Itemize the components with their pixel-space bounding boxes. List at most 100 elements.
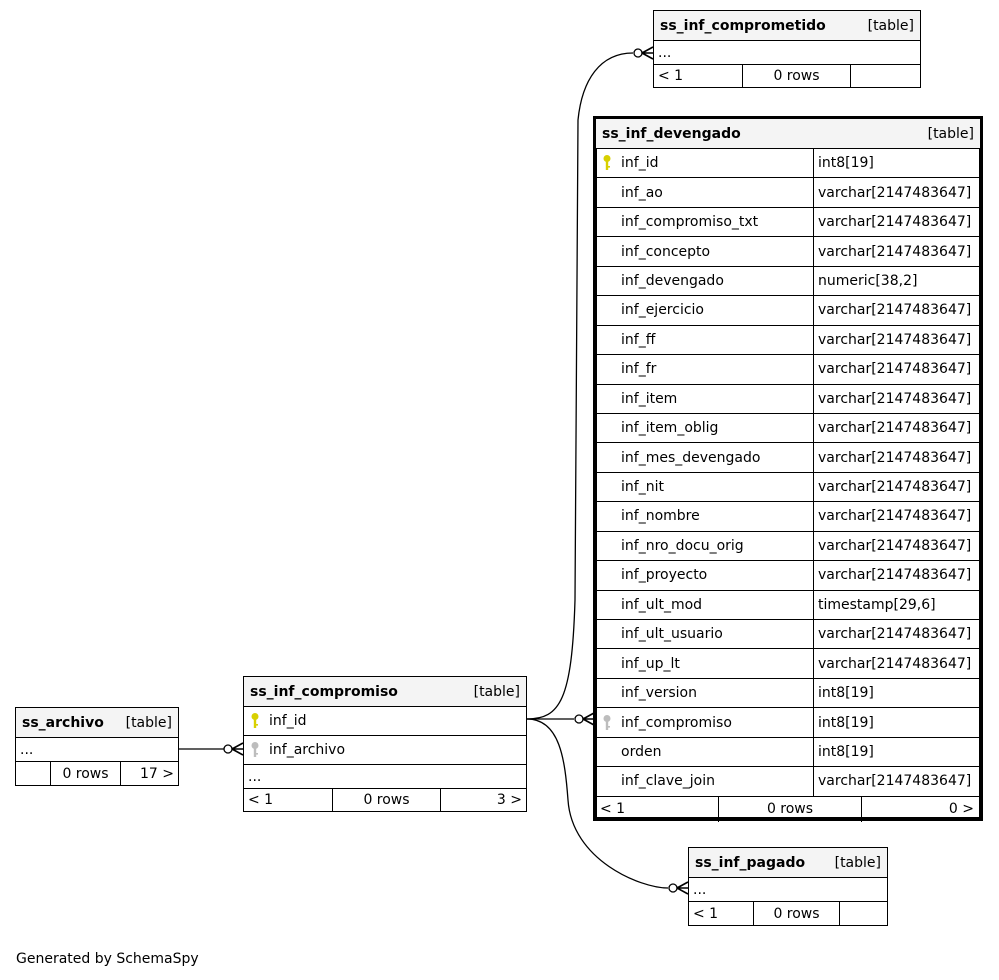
column-type: varchar[2147483647] — [813, 413, 980, 443]
columns-ellipsis: ... — [689, 878, 887, 902]
column-type: varchar[2147483647] — [813, 178, 980, 207]
table-name: ss_inf_compromiso — [250, 683, 398, 700]
column-type: varchar[2147483647] — [813, 561, 980, 590]
generated-by-label: Generated by SchemaSpy — [16, 951, 199, 967]
column-name-cell: inf_compromiso_txt — [596, 208, 813, 236]
column-name: inf_ao — [621, 184, 663, 201]
column-row[interactable]: inf_item_oblig varchar[2147483647] — [596, 413, 980, 444]
table-kind: [table] — [473, 683, 520, 700]
parents-count[interactable] — [16, 762, 50, 785]
column-name: inf_concepto — [621, 243, 711, 260]
edge-optional-circle — [574, 714, 584, 724]
column-row[interactable]: inf_ao varchar[2147483647] — [596, 178, 980, 208]
column-name: inf_item_oblig — [621, 420, 719, 437]
table-header[interactable]: ss_inf_devengado [table] — [596, 119, 980, 149]
column-name: inf_ff — [621, 331, 656, 348]
column-type: varchar[2147483647] — [813, 472, 980, 502]
columns-ellipsis: ... — [16, 738, 178, 762]
row-count: 0 rows — [742, 65, 850, 87]
column-row[interactable]: inf_fr varchar[2147483647] — [596, 355, 980, 385]
column-name-cell: inf_proyecto — [596, 561, 813, 589]
column-type: varchar[2147483647] — [813, 767, 980, 796]
column-name: inf_fr — [621, 361, 657, 378]
column-list: inf_id inf_archivo — [244, 707, 526, 765]
parents-count[interactable]: < 1 — [600, 801, 626, 818]
table-ss-archivo[interactable]: ss_archivo [table] ... 0 rows 17 > — [15, 707, 179, 786]
table-name: ss_inf_pagado — [695, 854, 806, 871]
column-type: varchar[2147483647] — [813, 325, 980, 355]
table-ss-inf-pagado[interactable]: ss_inf_pagado [table] ... < 1 0 rows — [688, 847, 888, 926]
column-name-cell: inf_ejercicio — [596, 296, 813, 324]
column-type: varchar[2147483647] — [813, 207, 980, 237]
column-type: varchar[2147483647] — [813, 355, 980, 384]
column-name: inf_ejercicio — [621, 302, 704, 319]
primary-key-icon — [251, 713, 259, 728]
table-header[interactable]: ss_archivo [table] — [16, 708, 178, 738]
column-name: inf_clave_join — [621, 773, 715, 790]
column-name: inf_up_lt — [621, 655, 680, 672]
parents-count[interactable]: < 1 — [658, 68, 684, 84]
column-name-cell: inf_ult_mod — [596, 591, 813, 619]
table-header[interactable]: ss_inf_comprometido [table] — [654, 11, 920, 41]
table-footer: 0 rows 17 > — [16, 762, 178, 785]
column-name-cell: inf_item_oblig — [596, 414, 813, 442]
column-name: inf_nro_docu_orig — [621, 537, 744, 554]
column-name-cell: inf_mes_devengado — [596, 443, 813, 471]
column-type: timestamp[29,6] — [813, 590, 980, 619]
children-count[interactable]: 17 > — [120, 762, 178, 785]
foreign-key-icon — [251, 742, 259, 757]
column-name: inf_nit — [621, 479, 664, 496]
parents-count[interactable]: < 1 — [248, 792, 274, 808]
column-name: orden — [621, 743, 662, 760]
table-footer: < 1 0 rows 3 > — [244, 789, 526, 811]
columns-ellipsis: ... — [244, 765, 526, 789]
children-count[interactable] — [850, 65, 920, 87]
column-type: int8[19] — [813, 678, 980, 708]
children-count[interactable] — [839, 902, 887, 925]
column-row[interactable]: inf_nit varchar[2147483647] — [596, 472, 980, 503]
column-type: varchar[2147483647] — [813, 443, 980, 472]
parents-count[interactable]: < 1 — [693, 905, 719, 922]
children-count[interactable]: 0 > — [861, 796, 980, 822]
table-footer: < 1 0 rows — [689, 902, 887, 925]
column-row[interactable]: inf_id — [244, 707, 526, 736]
table-ss-inf-compromiso[interactable]: ss_inf_compromiso [table] inf_id inf_arch… — [243, 676, 527, 812]
column-name-cell: inf_nro_docu_orig — [596, 532, 813, 560]
edge-optional-circle — [668, 883, 678, 893]
primary-key-icon — [603, 155, 611, 171]
column-type: numeric[38,2] — [813, 266, 980, 296]
table-kind: [table] — [834, 854, 881, 871]
column-row[interactable]: inf_ff varchar[2147483647] — [596, 325, 980, 356]
table-name: ss_inf_devengado — [602, 125, 741, 142]
column-name: inf_nombre — [621, 508, 700, 525]
table-ss-inf-comprometido[interactable]: ss_inf_comprometido [table] ... < 1 0 ro… — [653, 10, 921, 88]
column-row[interactable]: inf_archivo — [244, 736, 526, 765]
table-header[interactable]: ss_inf_compromiso [table] — [244, 677, 526, 707]
table-header[interactable]: ss_inf_pagado [table] — [689, 848, 887, 878]
column-name: inf_id — [269, 713, 307, 729]
table-kind: [table] — [867, 17, 914, 34]
column-type: int8[19] — [813, 149, 980, 178]
column-name: inf_version — [621, 685, 697, 702]
crow-foot-icon — [641, 46, 654, 60]
column-row[interactable]: inf_version int8[19] — [596, 678, 980, 709]
children-count[interactable]: 3 > — [440, 789, 526, 811]
columns-ellipsis: ... — [654, 41, 920, 65]
column-row[interactable]: inf_clave_join varchar[2147483647] — [596, 767, 980, 797]
